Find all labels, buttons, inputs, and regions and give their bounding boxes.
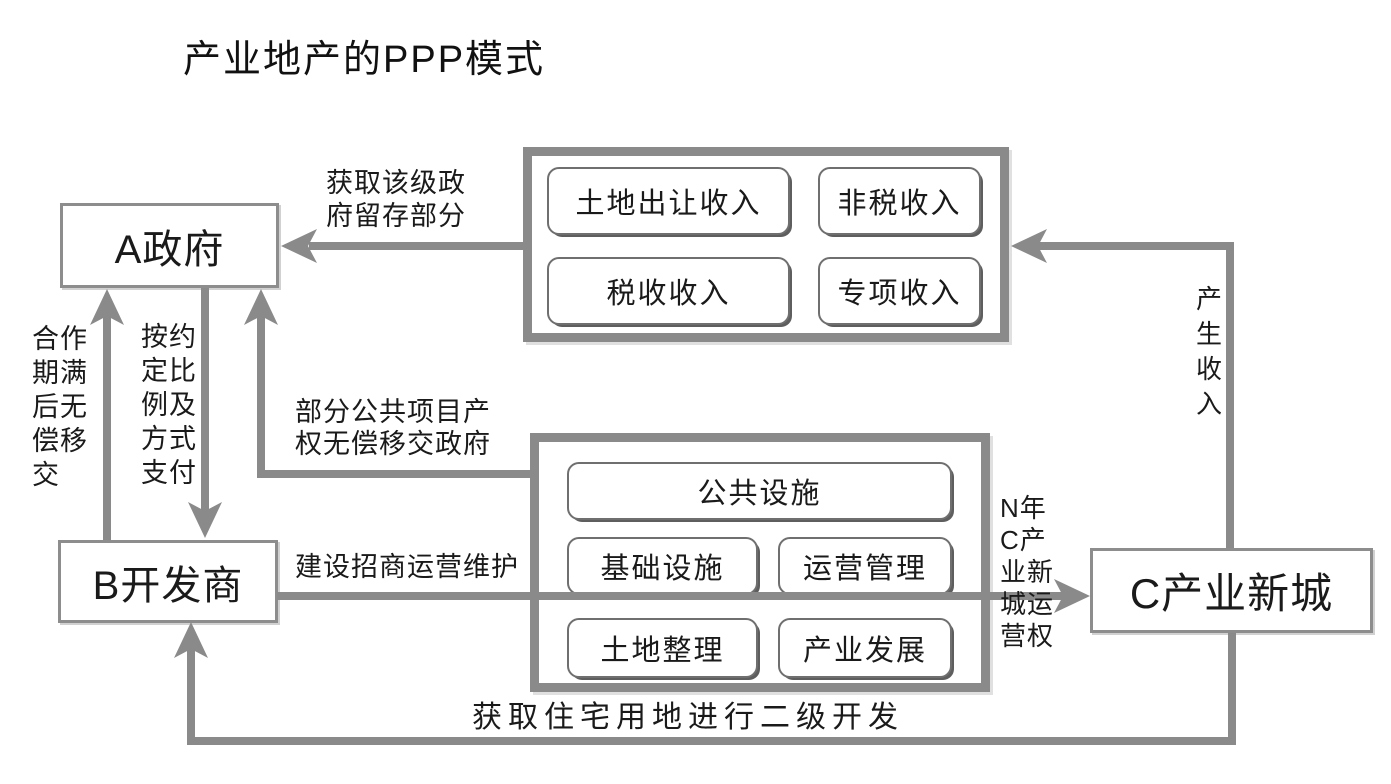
pill-industry-dev-label: 产业发展 [802, 635, 927, 667]
pill-special-revenue-label: 专项收入 [837, 278, 962, 310]
pill-land-transfer-revenue-label: 土地出让收入 [575, 188, 762, 220]
pill-tax-revenue-label: 税收收入 [606, 278, 731, 310]
pill-land-transfer-revenue: 土地出让收入 [547, 167, 790, 235]
edge-label-agreed-payment: 按约定比例及方式支付 [141, 322, 197, 488]
arrow-revenue-to-gov [281, 229, 523, 263]
page-title: 产业地产的PPP模式 [183, 39, 546, 81]
pill-land-consolidation: 土地整理 [567, 618, 758, 678]
edge-label-expiry-transfer: 合作期满后无偿移交 [32, 324, 88, 490]
edge-label-build-invest-operate: 建设招商运营维护 [295, 552, 519, 582]
pill-non-tax-revenue: 非税收入 [818, 167, 981, 235]
edge-label-gov-retained: 获取该级政府留存部分 [326, 168, 466, 231]
node-gov-label: A政府 [114, 227, 225, 272]
edge-label-operation-right: N年C产业新城运营权 [1000, 493, 1055, 651]
edge-label-public-property-transfer: 部分公共项目产权无偿移交政府 [295, 397, 491, 459]
node-new-city: C产业新城 [1090, 548, 1373, 633]
node-gov: A政府 [60, 203, 279, 288]
pill-public-facilities: 公共设施 [567, 462, 952, 520]
pill-land-consolidation-label: 土地整理 [600, 635, 725, 667]
pill-industry-dev: 产业发展 [778, 618, 952, 678]
pill-operation-mgmt: 运营管理 [778, 537, 952, 595]
pill-operation-mgmt-label: 运营管理 [802, 553, 927, 585]
node-developer: B开发商 [58, 540, 278, 623]
pill-non-tax-revenue-label: 非税收入 [837, 188, 962, 220]
pill-infrastructure-label: 基础设施 [600, 553, 725, 585]
node-developer-label: B开发商 [92, 563, 244, 608]
pill-tax-revenue: 税收收入 [547, 257, 790, 325]
node-new-city-label: C产业新城 [1129, 570, 1334, 617]
pill-infrastructure: 基础设施 [567, 537, 758, 595]
pill-special-revenue: 专项收入 [818, 257, 981, 325]
pill-public-facilities-label: 公共设施 [697, 478, 822, 510]
edge-label-generate-income: 产生收入 [1196, 284, 1224, 419]
edge-label-residential-dev: 获取住宅用地进行二级开发 [472, 701, 904, 734]
arrow-developer-to-gov-transfer [90, 289, 124, 540]
